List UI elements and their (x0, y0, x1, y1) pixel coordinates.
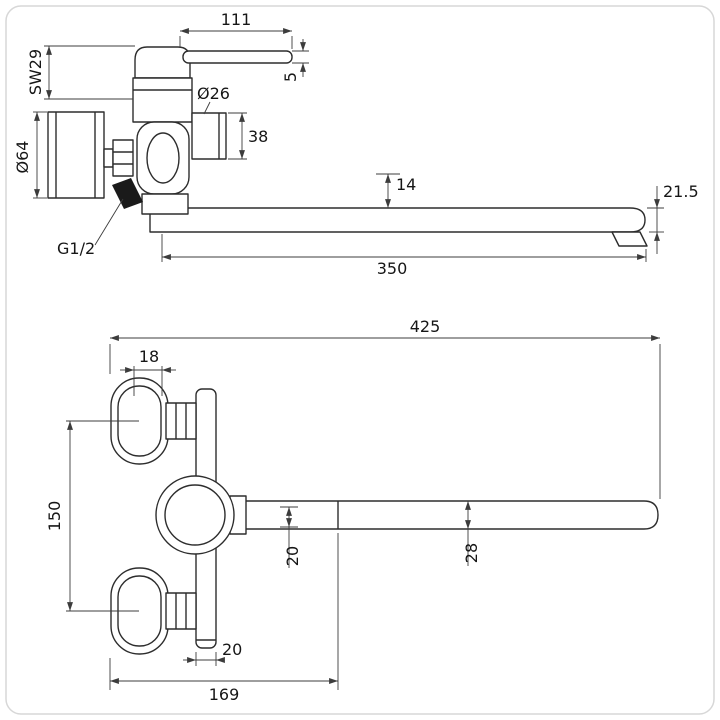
dim-flange-diameter: Ø64 (13, 141, 32, 174)
mounting-nut-top (165, 402, 197, 440)
cartridge-cap-inner (164, 484, 226, 546)
mounting-nut (112, 139, 134, 177)
mounting-nut-bottom (165, 592, 197, 630)
side-view: 111 5 SW29 Ø64 Ø26 (13, 10, 699, 278)
spout (149, 207, 646, 233)
dim-outlet-diameter-group: Ø26 (197, 84, 230, 115)
shower-outlet (191, 112, 227, 160)
cartridge-cap (155, 475, 235, 555)
dim-spout-height-group: 28 (462, 501, 481, 566)
dim-handle-thickness: 5 (281, 72, 300, 82)
cartridge-oval (146, 132, 180, 184)
dim-outlet-diameter: Ø26 (197, 84, 230, 103)
dim-tube-small: 20 (283, 546, 302, 566)
side-geometry (47, 46, 648, 247)
leader-line (203, 101, 211, 115)
dim-handle-length-group: 111 (179, 10, 293, 49)
dim-tube-small-group: 20 (280, 506, 302, 568)
spout-front (239, 500, 659, 530)
dim-outlet-height-group: 38 (228, 112, 268, 160)
dim-thread-size: G1/2 (57, 239, 95, 258)
dim-spout-height: 28 (462, 543, 481, 563)
dim-total-reach-group: 425 (109, 317, 661, 499)
thread-seal (112, 178, 143, 209)
dim-total-reach: 425 (410, 317, 441, 336)
dim-thread-group: G1/2 (57, 198, 124, 258)
dim-spout-length-group: 350 (161, 234, 647, 278)
dim-wrench-size: SW29 (26, 49, 45, 95)
dim-flange-depth-group: 18 (120, 347, 176, 396)
dim-body-tube: 20 (222, 640, 242, 659)
connection-pipe (103, 148, 114, 168)
dim-body-reach-group: 169 (109, 533, 339, 704)
body-bottom (141, 193, 189, 215)
image-border (5, 5, 715, 715)
dim-body-reach: 169 (209, 685, 240, 704)
dim-body-tube-group: 20 (183, 640, 242, 666)
dim-spout-end-height-group: 21.5 (647, 182, 699, 254)
dim-outlet-height: 38 (248, 127, 268, 146)
upper-body (132, 77, 193, 123)
handle-lever (182, 50, 293, 64)
dim-mount-centers-group: 150 (45, 420, 139, 612)
aerator (611, 231, 648, 247)
dim-spout-drop: 14 (396, 175, 416, 194)
dim-handle-thickness-group: 5 (281, 39, 309, 82)
body-cap (134, 46, 191, 79)
front-geometry (110, 377, 659, 655)
dim-mount-centers: 150 (45, 501, 64, 532)
dim-wrench-group: SW29 (26, 45, 135, 100)
front-view: 425 18 150 20 28 (45, 317, 661, 704)
dim-spout-end-height: 21.5 (663, 182, 699, 201)
dim-flange-depth: 18 (139, 347, 159, 366)
dim-flange-diameter-group: Ø64 (13, 111, 47, 199)
dim-handle-length: 111 (221, 10, 252, 29)
dim-spout-drop-group: 14 (376, 173, 416, 208)
leader-line (94, 198, 124, 246)
dim-spout-length: 350 (377, 259, 408, 278)
